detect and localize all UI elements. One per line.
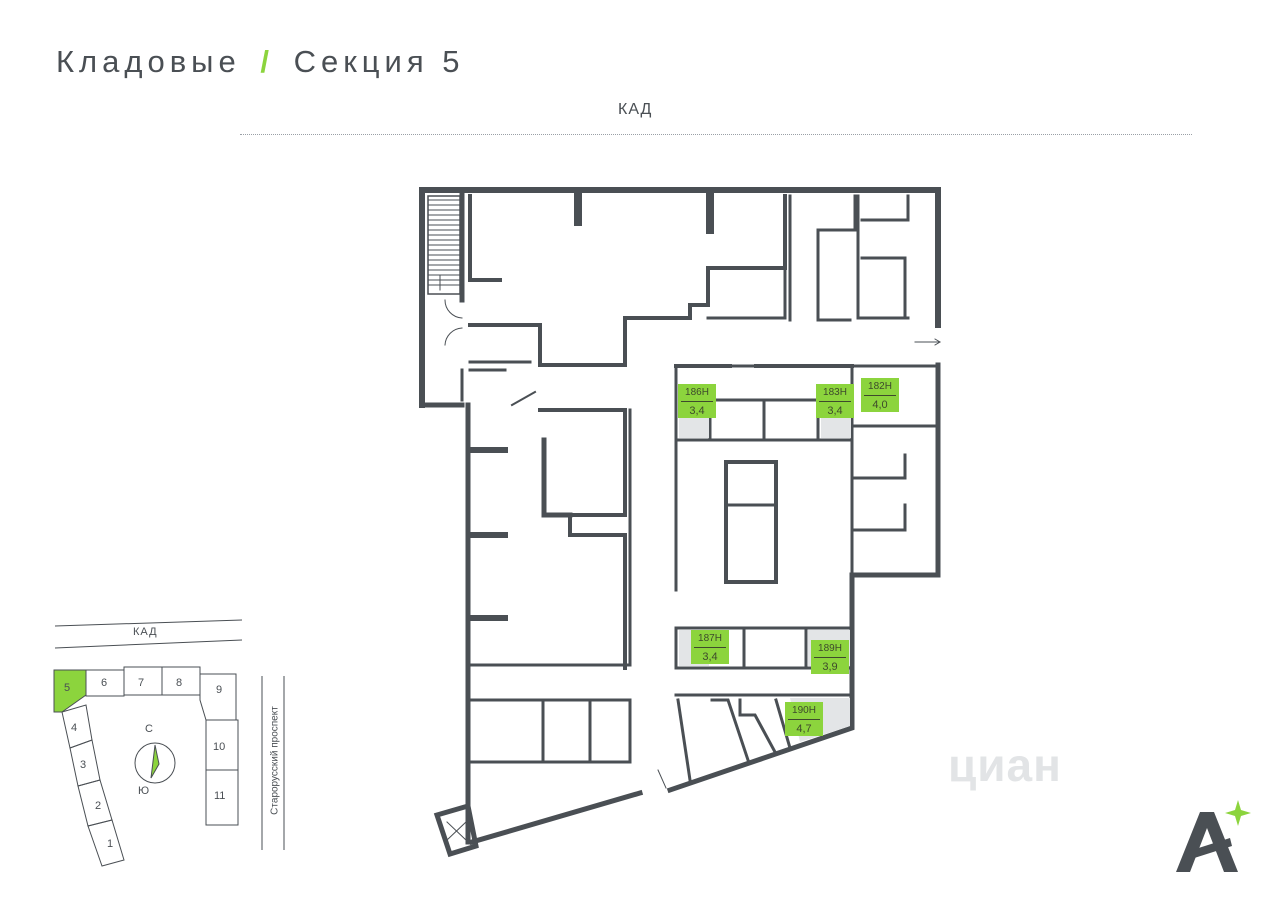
road-label-top: КАД bbox=[618, 101, 653, 118]
storage-unit[interactable]: 182Н 4,0 bbox=[861, 378, 899, 412]
building-label[interactable]: 2 bbox=[95, 800, 102, 812]
page-title: Кладовые / Секция 5 bbox=[56, 44, 465, 80]
building-label[interactable]: 8 bbox=[176, 677, 183, 689]
storage-unit[interactable]: 186Н 3,4 bbox=[678, 384, 716, 418]
building-label[interactable]: 4 bbox=[71, 722, 78, 734]
road-line bbox=[240, 134, 1192, 135]
site-map-road-label: КАД bbox=[133, 626, 158, 638]
building-label[interactable]: 9 bbox=[216, 684, 223, 696]
storage-unit[interactable]: 187Н 3,4 bbox=[691, 630, 729, 664]
title-section-name: Секция 5 bbox=[293, 44, 465, 79]
building-label[interactable]: 5 bbox=[64, 682, 71, 694]
building-label[interactable]: 6 bbox=[101, 677, 108, 689]
building-label[interactable]: 1 bbox=[107, 838, 114, 850]
title-separator: / bbox=[260, 44, 274, 79]
watermark: циан bbox=[948, 739, 1062, 791]
street-label: Старорусский проспект bbox=[269, 706, 281, 815]
building-label[interactable]: 3 bbox=[80, 759, 87, 771]
brand-logo bbox=[1176, 800, 1251, 872]
compass-north-label: С bbox=[145, 723, 153, 735]
title-section-type: Кладовые bbox=[56, 44, 241, 79]
building-label[interactable]: 10 bbox=[213, 741, 226, 753]
building-label[interactable]: 11 bbox=[214, 790, 226, 802]
storage-unit[interactable]: 190Н 4,7 bbox=[785, 702, 823, 736]
compass-south-label: Ю bbox=[138, 785, 150, 797]
storage-unit[interactable]: 183Н 3,4 bbox=[816, 384, 854, 418]
building-label[interactable]: 7 bbox=[138, 677, 145, 689]
storage-unit[interactable]: 189Н 3,9 bbox=[811, 640, 849, 674]
